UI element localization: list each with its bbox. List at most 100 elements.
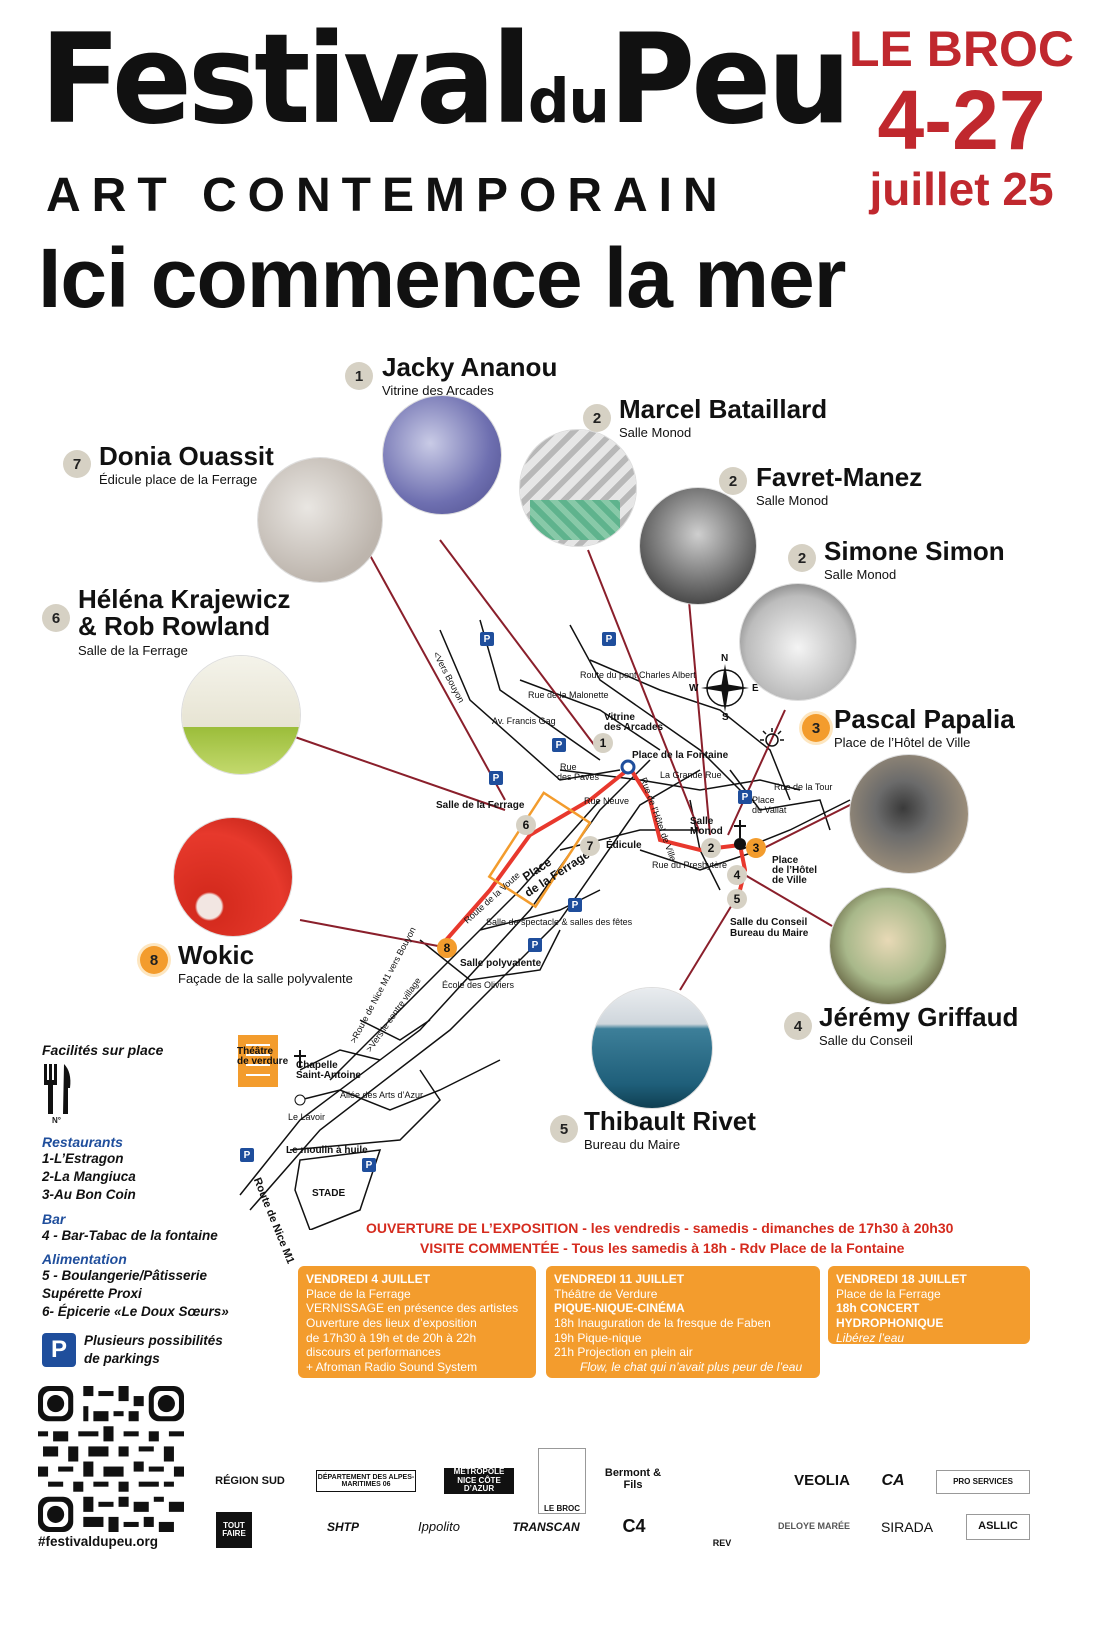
event-line: Place de la Ferrage [306, 1286, 411, 1301]
event-date: VENDREDI 11 JUILLET [554, 1272, 685, 1286]
label-moulin: Le moulin à huile [286, 1145, 368, 1156]
label-place-fontaine: Place de la Fontaine [632, 750, 729, 761]
festival-title: FestivalduPeu [40, 17, 851, 141]
legend-food: 5 - Boulangerie/Pâtisserie [42, 1267, 208, 1283]
artwork-photo-griffaud [830, 888, 946, 1004]
label-rue: Rue [560, 762, 577, 772]
main-route [438, 765, 748, 949]
artist-name: Héléna Krajewicz [78, 584, 291, 614]
logo-deloye-maree: DELOYE MARÉE [777, 1521, 850, 1532]
label-chapelle2: Saint-Antoine [296, 1070, 361, 1081]
logo-pro-services: PRO SERVICES [936, 1470, 1030, 1494]
label-salle-spectacle: Salle de spectacle & salles des fêtes [486, 917, 633, 927]
label-hotel: de l’Hôtel [772, 865, 818, 876]
month: juillet 25 [869, 163, 1054, 215]
church-dot [734, 838, 746, 850]
artist-krajewicz-rowland: Héléna Krajewicz & Rob Rowland Salle de … [78, 584, 291, 657]
logo-transcan: TRANSCAN [512, 1519, 580, 1534]
legend-title: Facilités sur place [42, 1042, 164, 1058]
artwork-photo-bataillard [520, 430, 636, 546]
logo-bermont: Bermont & Fils [604, 1467, 662, 1491]
parking-icon: P [362, 1158, 376, 1172]
legend-bar-title: Bar [42, 1210, 66, 1227]
label-place-hotel: Place [772, 855, 799, 866]
artist-name: Donia Ouassit [99, 441, 274, 471]
qr-code[interactable] [38, 1386, 184, 1532]
label-stade: STADE [312, 1188, 346, 1199]
artist-venue: Place de l’Hôtel de Ville [834, 735, 971, 751]
chapel-icon [294, 1050, 306, 1068]
artist-venue: Édicule place de la Ferrage [99, 472, 258, 488]
compass-e: E [752, 683, 759, 694]
logo-sirada: SIRADA [880, 1518, 934, 1535]
map-marker-7: 7 [580, 836, 600, 856]
artist-badge-4: 4 [784, 1012, 812, 1040]
artist-venue: Salle Monod [756, 493, 829, 509]
event-line: PIQUE-NIQUE-CINÉMA [554, 1301, 685, 1316]
artist-badge-1: 1 [345, 362, 373, 390]
label-salle-poly: Salle polyvalente [460, 958, 542, 969]
compass-icon [701, 664, 749, 712]
legend-restaurant: 2-La Mangiuca [42, 1169, 136, 1185]
artist-papalia: Pascal Papalia Place de l’Hôtel de Ville [834, 704, 1015, 751]
artist-wokic: Wokic Façade de la salle polyvalente [178, 940, 353, 987]
logo-rev: REV [712, 1537, 732, 1548]
artist-name: Simone Simon [824, 536, 1005, 566]
event-line: discours et performances [306, 1345, 441, 1360]
logo-asllic: ASLLIC [966, 1514, 1030, 1540]
artist-venue: Façade de la salle polyvalente [178, 971, 353, 987]
artist-name: Wokic [178, 940, 255, 970]
map-marker-8: 8 [437, 938, 457, 958]
map-marker-6: 6 [516, 815, 536, 835]
event-line: 19h Pique-nique [554, 1330, 642, 1345]
parking-icon: P [489, 771, 503, 785]
artist-simon: Simone Simon Salle Monod [824, 536, 1005, 582]
parking-icon: P [240, 1148, 254, 1162]
event-box-11-juillet: VENDREDI 11 JUILLET Théâtre de Verdure P… [546, 1266, 820, 1378]
legend-parking-line1: Plusieurs possibilités [84, 1332, 223, 1348]
legend-parking-line2: de parkings [84, 1350, 160, 1366]
map-marker-1: 1 [593, 733, 613, 753]
place-dates: LE BROC 4-27 juillet 25 [849, 24, 1074, 212]
event-line: 21h Projection en plein air [554, 1345, 693, 1360]
title-festival: Festival [40, 6, 532, 152]
legend-food: Supérette Proxi [42, 1286, 142, 1302]
legend-parking-text: Plusieurs possibilités de parkings [84, 1332, 223, 1368]
artist-venue: Salle Monod [619, 425, 692, 441]
guided-tour: VISITE COMMENTÉE - Tous les samedis à 18… [420, 1240, 905, 1256]
legend-restaurants-title: Restaurants [42, 1134, 123, 1150]
compass-n: N [721, 653, 729, 664]
artist-name: Pascal Papalia [834, 704, 1015, 734]
event-line: VERNISSAGE en présence des artistes [306, 1301, 519, 1316]
parking-icon: P [552, 738, 566, 752]
artist-venue: Salle du Conseil [819, 1033, 913, 1049]
logo-tout-faire: TOUT FAIRE [216, 1512, 252, 1548]
logo-shtp: SHTP [326, 1519, 359, 1534]
label-route-pont: Route du pont Charles Albert [580, 670, 696, 680]
map-marker-5: 5 [727, 889, 747, 909]
label-bureau-maire: Bureau du Maire [730, 928, 809, 939]
parking-icon: P [602, 632, 616, 646]
artist-badge-2b: 2 [719, 467, 747, 495]
artist-badge-6: 6 [42, 604, 70, 632]
artwork-photo-papalia [850, 755, 968, 873]
parking-icon: P [42, 1332, 76, 1367]
logo-veolia: VEOLIA [794, 1472, 850, 1490]
label-rue-presbytere: Rue du Presbytère [652, 860, 728, 870]
label-monod: Monod [690, 826, 723, 837]
artwork-photo-wokic [174, 818, 292, 936]
artist-rivet: Thibault Rivet Bureau du Maire [584, 1107, 756, 1152]
event-line: de 17h30 à 19h et de 20h à 22h [306, 1330, 477, 1345]
label-place-vallat: Place [752, 795, 775, 805]
place-ferrage-outline [487, 791, 592, 909]
label-ecole: École des Oliviers [442, 980, 515, 990]
hashtag: #festivaldupeu.org [38, 1534, 159, 1549]
logo-c4: C4 [622, 1515, 646, 1536]
event-line: + Afroman Radio Sound System [306, 1359, 478, 1374]
compass-s: S [722, 712, 729, 723]
parking-icon: P [480, 632, 494, 646]
dates: 4-27 [877, 73, 1046, 167]
facilities-legend: Facilités sur place N° Restaurants 1-L’E… [42, 1042, 262, 1368]
event-box-18-juillet: VENDREDI 18 JUILLET Place de la Ferrage … [828, 1266, 1030, 1359]
artist-name-2: & Rob Rowland [78, 611, 271, 642]
